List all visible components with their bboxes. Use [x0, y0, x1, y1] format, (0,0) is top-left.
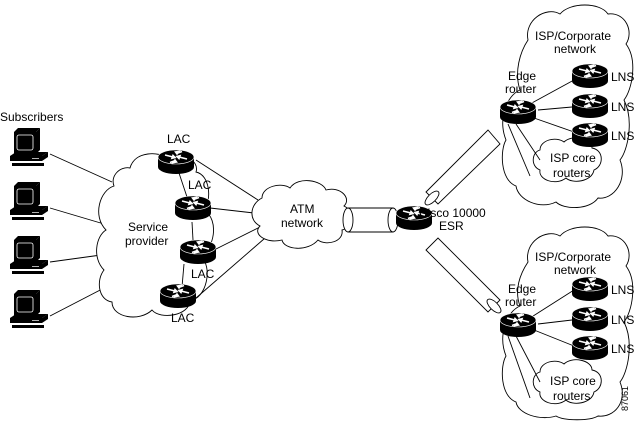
atm-label-line1: ATM	[290, 202, 314, 216]
atm-esr-trunk	[342, 207, 399, 233]
isp-core-label-line2: routers	[553, 166, 590, 180]
lac-atm-links	[195, 159, 273, 299]
isp-corporate-label-line2: network	[554, 263, 597, 277]
edge-router	[499, 312, 537, 338]
lns-label: LNS	[611, 313, 634, 327]
lns-label: LNS	[611, 129, 634, 143]
service-provider-label-line2: provider	[125, 234, 168, 248]
edge-router	[499, 99, 537, 125]
lns-router	[571, 276, 609, 302]
lac-router	[179, 239, 217, 265]
lns-router	[571, 122, 609, 148]
lac-label: LAC	[191, 267, 215, 281]
lns-label: LNS	[611, 283, 634, 297]
lns-router	[571, 63, 609, 89]
lac-router	[174, 195, 212, 221]
edge-router-label-line1: Edge	[508, 282, 536, 296]
isp-core-label-line1: ISP core	[550, 151, 596, 165]
lns-label: LNS	[611, 70, 634, 84]
edge-router-label-line1: Edge	[508, 69, 536, 83]
subscriber-pc	[9, 289, 49, 329]
edge-router-label-line2: router	[505, 82, 536, 96]
isp-core-routers-cloud-1	[532, 137, 602, 183]
isp1-links	[507, 79, 575, 177]
lns-label: LNS	[611, 100, 634, 114]
isp-corporate-label-line2: network	[554, 42, 597, 56]
service-provider-cloud	[96, 153, 214, 318]
isp-corporate-label-line1: ISP/Corporate	[535, 29, 611, 43]
esr-label-line1: Cisco 10000	[419, 206, 486, 220]
subscriber-pc	[9, 235, 49, 275]
isp2-links	[507, 289, 575, 399]
isp-core-routers-cloud-2	[532, 359, 602, 405]
subscriber-pc	[9, 127, 49, 167]
lac-label: LAC	[167, 132, 191, 146]
lac-router	[159, 283, 197, 309]
edge-router-label-line2: router	[505, 295, 536, 309]
esr-isp1-trunk	[424, 129, 501, 206]
isp-core-label-line2: routers	[553, 389, 590, 403]
isp-corporate-label-line1: ISP/Corporate	[535, 250, 611, 264]
subscriber-links	[49, 153, 113, 317]
figure-id: 87061	[620, 386, 630, 411]
lns-router	[571, 93, 609, 119]
lac-label: LAC	[188, 178, 212, 192]
atm-label-line2: network	[281, 216, 324, 230]
esr-isp2-trunk	[425, 237, 502, 314]
lns-label: LNS	[611, 342, 634, 356]
lns-router	[571, 306, 609, 332]
lac-label: LAC	[171, 311, 195, 325]
lac-links	[177, 169, 194, 288]
service-provider-label-line1: Service	[128, 220, 168, 234]
esr-label-line2: ESR	[439, 219, 464, 233]
lac-router	[157, 149, 195, 175]
isp-core-label-line1: ISP core	[550, 374, 596, 388]
subscriber-pc	[9, 181, 49, 221]
lns-router	[571, 335, 609, 361]
subscribers-label: Subscribers	[0, 110, 63, 124]
atm-network-cloud	[251, 180, 352, 249]
